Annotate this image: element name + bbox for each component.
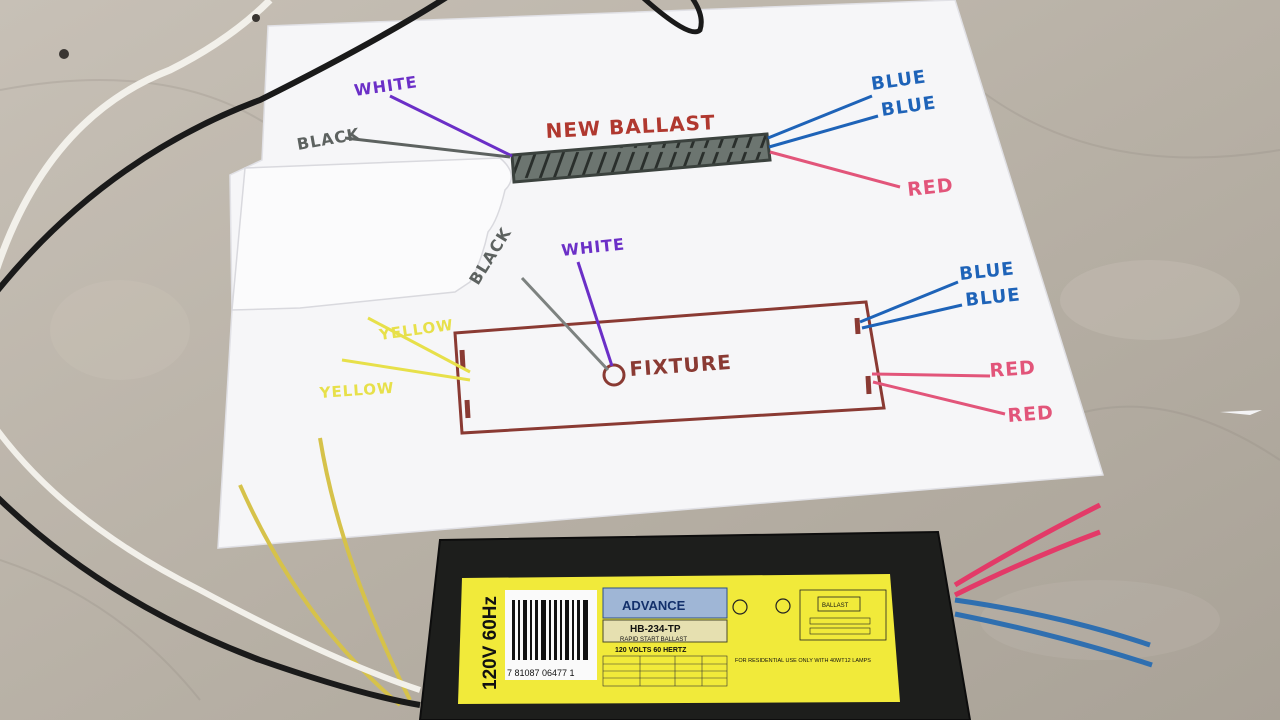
socket-left-1 xyxy=(459,349,466,369)
paper-scrap xyxy=(1220,410,1262,415)
fixture-rectangle xyxy=(453,300,886,435)
fixture-wire-black xyxy=(520,276,610,372)
black-wire-top xyxy=(0,0,448,293)
fixture-ground-point xyxy=(602,363,626,387)
brand-box xyxy=(602,587,728,619)
sketch-wire-red xyxy=(769,150,901,189)
torn-paper-flap xyxy=(231,157,513,311)
blue-lead-2 xyxy=(954,611,1153,668)
screw-2 xyxy=(252,14,260,22)
barcode xyxy=(512,600,588,660)
volts-line: 120 VOLTS 60 HERTZ xyxy=(615,647,687,654)
label-top-red: RED xyxy=(906,174,954,201)
black-wire-bottom xyxy=(0,495,421,708)
ul-mark xyxy=(732,599,748,615)
spec-table xyxy=(602,655,728,687)
wiring-diagram xyxy=(799,589,887,641)
wiring-diagram-ballast xyxy=(817,596,861,612)
yellow-lead-2 xyxy=(318,437,412,701)
socket-right-2 xyxy=(865,375,872,395)
ballast-unit: 7 81087 06477 1 120V 60Hz ADVANCE HB-234… xyxy=(418,530,972,720)
voltage-hz: 120V 60Hz xyxy=(480,596,501,690)
label-fixture-red-1: RED xyxy=(989,357,1037,382)
model-box xyxy=(602,619,728,643)
ballast-type: RAPID START BALLAST xyxy=(620,637,687,643)
sketch-wire-blue-2 xyxy=(768,114,879,149)
fixture-wire-red-2 xyxy=(872,380,1006,416)
residential-note: FOR RESIDENTIAL USE ONLY WITH 40WT12 LAM… xyxy=(735,658,871,664)
brand-name: ADVANCE xyxy=(622,598,686,613)
sketch-wire-white xyxy=(389,94,513,158)
sketch-wire-black xyxy=(344,136,511,159)
paper-sheet xyxy=(217,0,1104,549)
wiring-diagram-label: BALLAST xyxy=(822,603,849,609)
white-wire-bottom xyxy=(0,428,421,693)
fixture-wire-yellow-1 xyxy=(367,316,471,374)
model-number: HB-234-TP xyxy=(630,624,681,635)
socket-left-2 xyxy=(464,399,471,419)
sketch-wire-blue-1 xyxy=(767,94,873,140)
fixture-wire-blue-2 xyxy=(861,303,963,330)
yellow-lead-1 xyxy=(238,484,402,707)
ballast-rectangle xyxy=(510,132,772,184)
label-fixture-yellow-2: YELLOW xyxy=(318,379,395,402)
socket-right-1 xyxy=(854,317,861,335)
fixture-wire-white xyxy=(576,261,614,367)
blue-lead-1 xyxy=(954,597,1151,648)
floor-texture xyxy=(0,39,1280,701)
red-lead-2 xyxy=(953,529,1101,598)
red-lead-1 xyxy=(953,502,1102,588)
fixture-wire-yellow-2 xyxy=(341,358,471,382)
csa-mark xyxy=(775,598,791,614)
screw-1 xyxy=(59,49,69,59)
barcode-number: 7 81087 06477 1 xyxy=(507,668,575,678)
white-wire-top xyxy=(0,0,273,271)
fixture-wire-blue-1 xyxy=(859,280,959,324)
fixture-wire-red-1 xyxy=(871,372,991,378)
ballast-sketch xyxy=(510,132,772,184)
label-fixture-red-2: RED xyxy=(1007,402,1055,427)
black-wire-loop xyxy=(641,0,704,35)
